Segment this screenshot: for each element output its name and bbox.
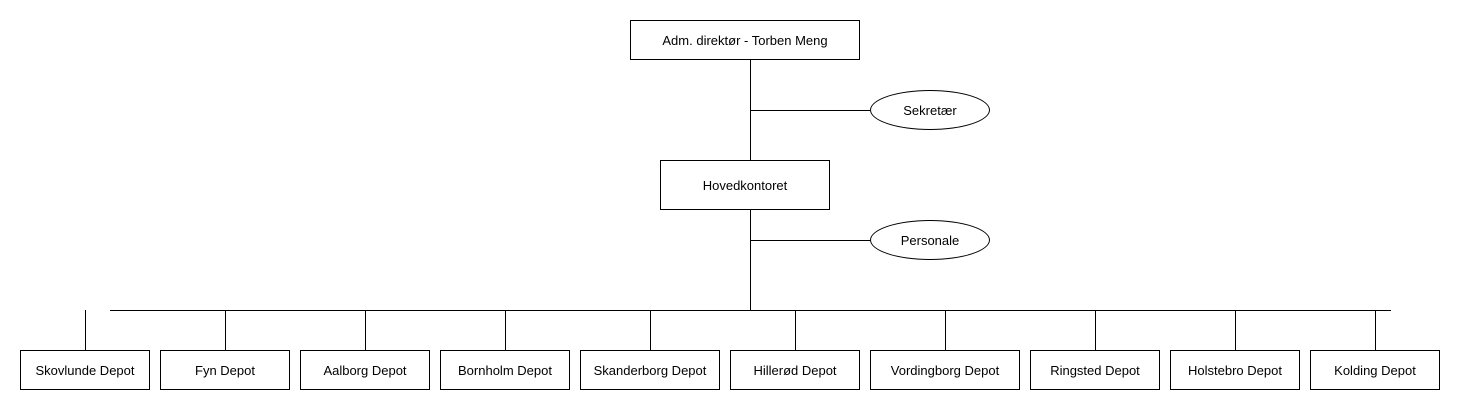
node-ceo-label: Adm. direktør - Torben Meng (662, 32, 828, 48)
node-headquarters[interactable]: Hovedkontoret (660, 160, 830, 210)
node-depot-kolding[interactable]: Kolding Depot (1310, 350, 1440, 390)
node-depot-label: Bornholm Depot (458, 362, 552, 378)
node-depot-skanderborg[interactable]: Skanderborg Depot (580, 350, 720, 390)
node-depot-label: Kolding Depot (1334, 362, 1416, 378)
node-depot-label: Skanderborg Depot (593, 362, 707, 378)
node-depot-label: Aalborg Depot (323, 362, 407, 378)
node-headquarters-label: Hovedkontoret (702, 177, 788, 193)
node-depot-label: Holstebro Depot (1188, 362, 1282, 378)
node-ceo[interactable]: Adm. direktør - Torben Meng (630, 20, 860, 60)
node-depot-hilleroed[interactable]: Hillerød Depot (730, 350, 860, 390)
node-sekretaer[interactable]: Sekretær (870, 90, 990, 130)
node-depot-label: Skovlunde Depot (35, 362, 135, 378)
node-personale[interactable]: Personale (870, 220, 990, 260)
node-depot-label: Fyn Depot (195, 362, 255, 378)
node-depot-aalborg[interactable]: Aalborg Depot (300, 350, 430, 390)
node-depot-label: Ringsted Depot (1050, 362, 1140, 378)
node-depot-bornholm[interactable]: Bornholm Depot (440, 350, 570, 390)
node-personale-label: Personale (900, 232, 960, 248)
node-depot-ringsted[interactable]: Ringsted Depot (1030, 350, 1160, 390)
node-depot-vordingborg[interactable]: Vordingborg Depot (870, 350, 1020, 390)
node-sekretaer-label: Sekretær (903, 102, 957, 118)
node-depot-holstebro[interactable]: Holstebro Depot (1170, 350, 1300, 390)
node-depot-skovlunde[interactable]: Skovlunde Depot (20, 350, 150, 390)
node-depot-fyn[interactable]: Fyn Depot (160, 350, 290, 390)
node-depot-label: Hillerød Depot (753, 362, 837, 378)
depot-drop-lines (85, 310, 1376, 350)
node-depot-label: Vordingborg Depot (890, 362, 1000, 378)
